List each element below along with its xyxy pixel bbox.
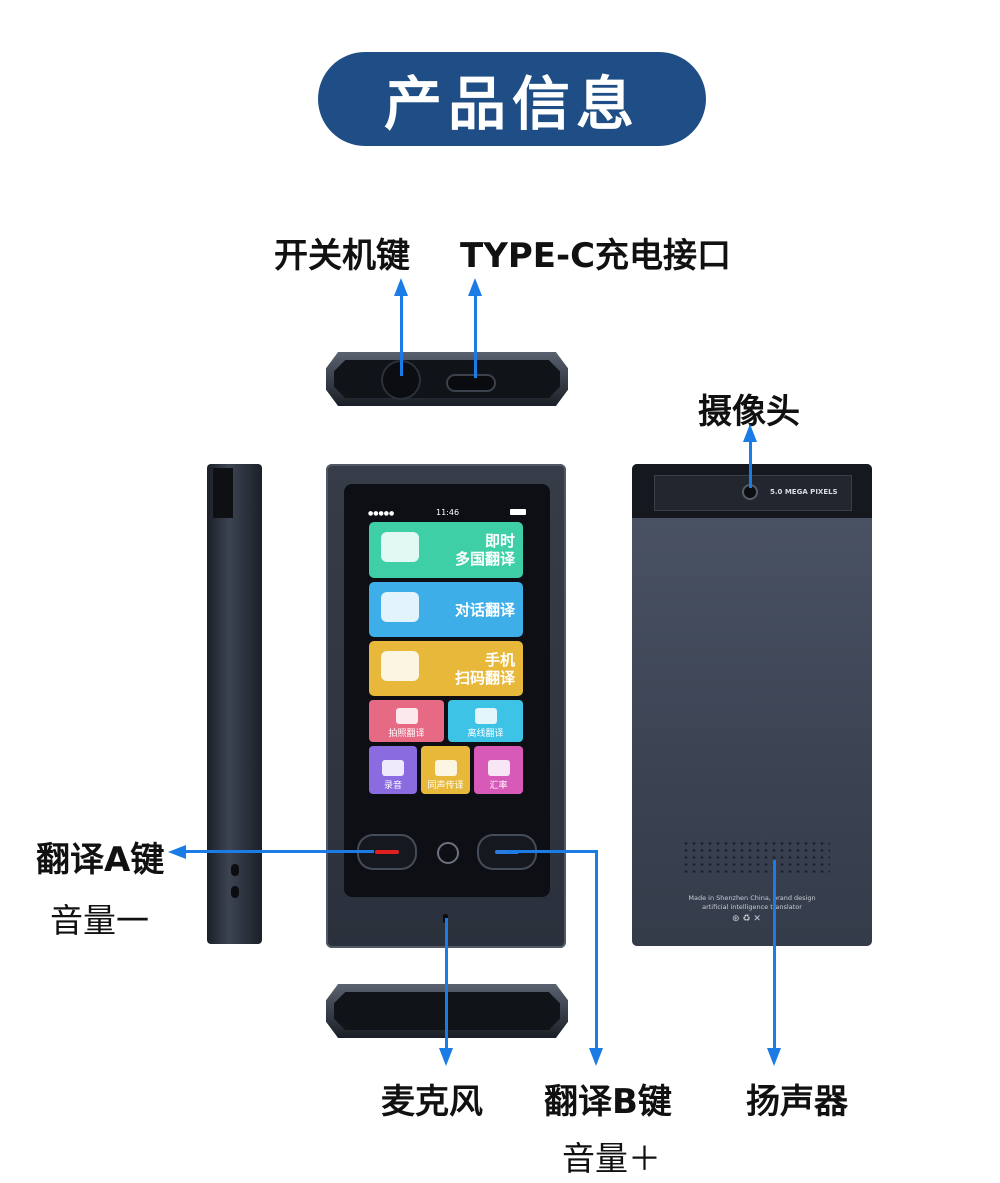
device-side-view [207,464,262,944]
camera-text: 5.0 MEGA PIXELS [770,488,838,496]
arrow-translate-b-h [508,850,597,853]
label-volume-down: 音量一 [50,901,149,940]
tile-simultaneous: 同声传译 [421,746,470,794]
currency-icon [487,760,510,776]
label-speaker: 扬声器 [746,1082,848,1122]
arrow-typec [474,296,477,378]
scan-icon [381,651,419,681]
certification-icons: ⊛ ♻ ✕ [732,914,761,924]
tile-instant-translate: 即时多国翻译 [369,522,523,578]
label-microphone: 麦克风 [381,1082,483,1122]
arrow-head-camera [743,424,757,442]
page-title: 产品信息 [318,52,706,146]
made-in-text-2: artificial intelligence translator [702,903,802,911]
arrow-microphone-over [445,984,448,1048]
arrow-speaker [773,860,776,1048]
tile-record: 录音 [369,746,417,794]
signal-icon: ●●●●● [368,510,395,517]
speech-icon [381,592,419,622]
arrow-head-speaker [767,1048,781,1066]
label-power-key: 开关机键 [274,236,410,276]
chat-bubbles-icon [381,532,419,562]
label-translate-a: 翻译A键 [36,840,165,880]
arrow-head-translate-b [589,1048,603,1066]
arrow-head-translate-a [168,845,186,859]
camera-lens [744,486,756,498]
label-volume-up: 音量＋ [562,1139,661,1178]
arrow-translate-b-v [595,850,598,1050]
tile-dialog-translate: 对话翻译 [369,582,523,637]
made-in-text-1: Made in Shenzhen China, brand design [688,894,816,902]
camera-icon [395,708,418,724]
label-translate-b: 翻译B键 [544,1082,672,1122]
tile-scan-translate: 手机扫码翻译 [369,641,523,696]
arrow-translate-a [184,850,374,853]
arrow-head-power [394,278,408,296]
arrow-power [400,296,403,376]
home-button [437,842,459,864]
arrow-head-microphone [439,1048,453,1066]
box-icon [474,708,497,724]
speaker-grille [682,840,830,876]
arrow-camera [749,440,752,488]
status-bar: ●●●●● 11:46 [368,508,526,517]
tile-photo-translate: 拍照翻译 [369,700,444,742]
tile-exchange-rate: 汇率 [474,746,523,794]
clock: 11:46 [436,508,460,517]
headset-icon [434,760,457,776]
battery-icon [510,509,526,515]
typec-port [448,376,494,390]
tile-offline-translate: 离线翻译 [448,700,523,742]
device-top-view [326,352,568,406]
record-icon [382,760,404,776]
label-typec-port: TYPE-C充电接口 [460,236,732,276]
arrow-head-typec [468,278,482,296]
arrow-microphone [445,918,448,1048]
